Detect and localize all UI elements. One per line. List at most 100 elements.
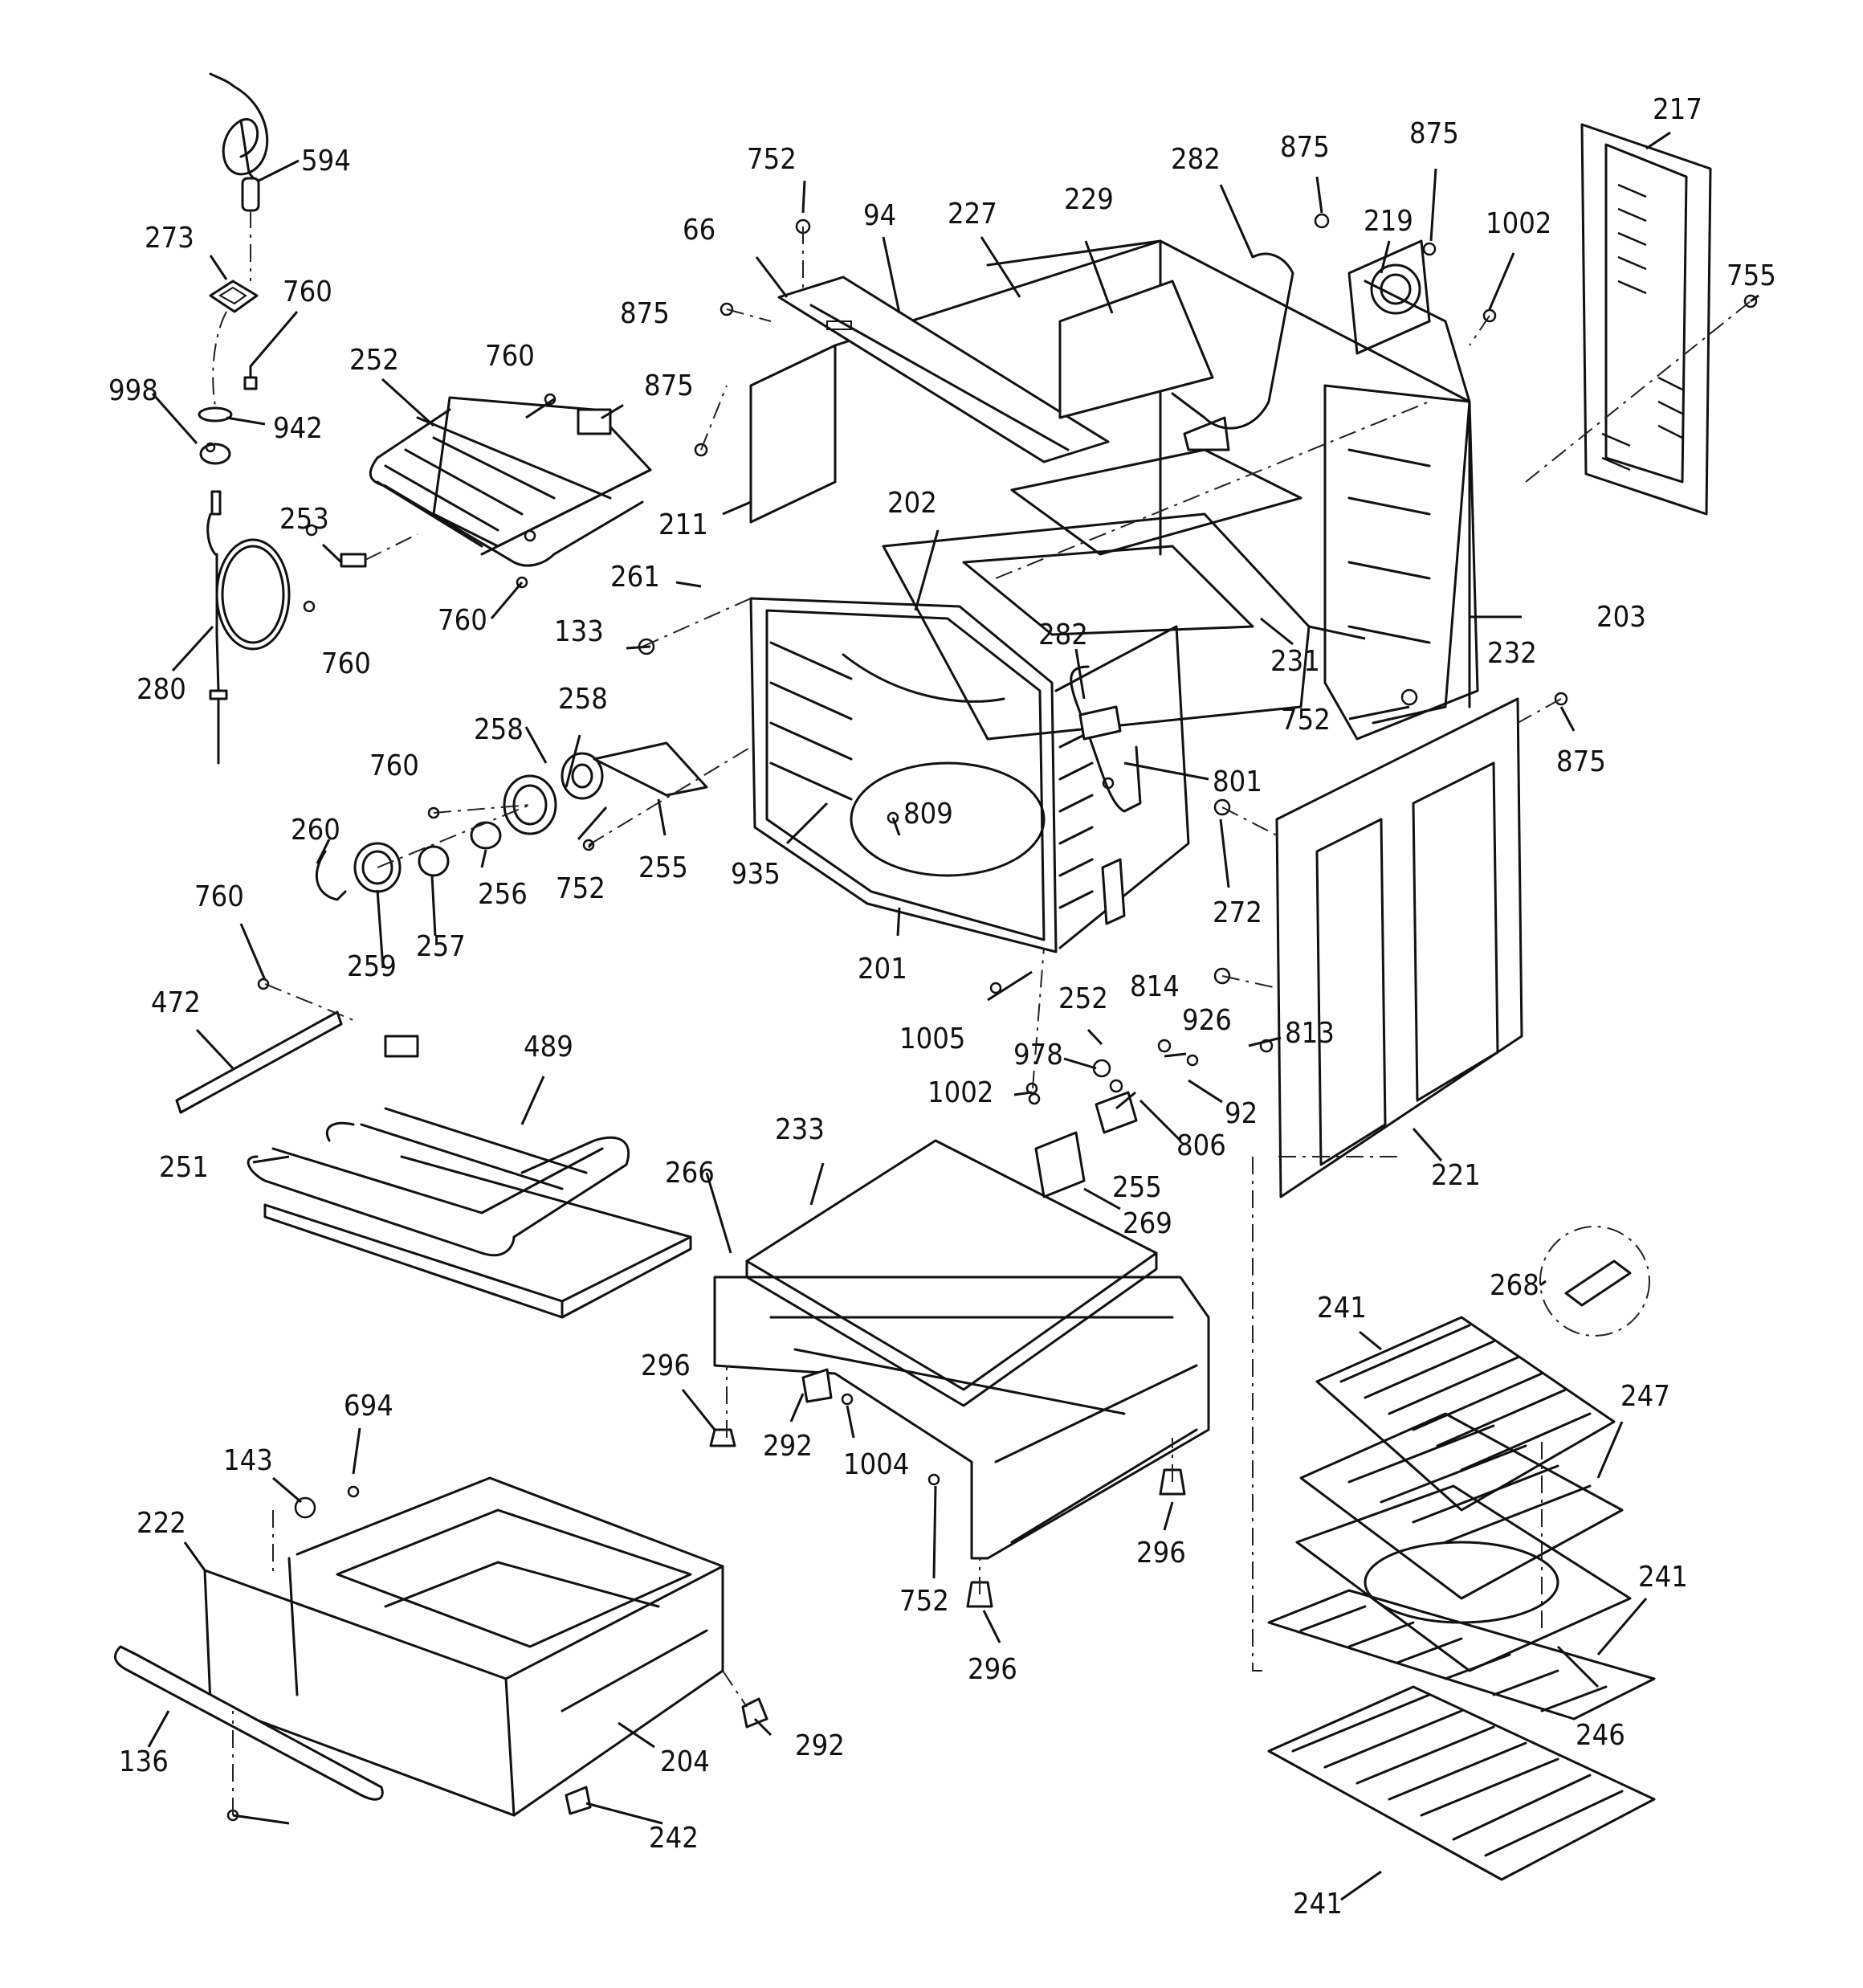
oven-rack-middle bbox=[1267, 1589, 1656, 1721]
callout-935: 935 bbox=[731, 858, 781, 891]
callout-760-e: 760 bbox=[369, 749, 419, 782]
callout-755: 755 bbox=[1726, 259, 1776, 292]
callout-978: 978 bbox=[1013, 1039, 1063, 1072]
callout-875-c: 875 bbox=[620, 297, 670, 330]
callout-296-c: 296 bbox=[968, 1653, 1017, 1686]
callout-219: 219 bbox=[1364, 205, 1413, 238]
louver-slots bbox=[1601, 183, 1683, 471]
top-rail bbox=[777, 276, 1110, 463]
callout-760-f: 760 bbox=[194, 880, 244, 913]
callout-273: 273 bbox=[145, 222, 194, 255]
callout-752-d: 752 bbox=[899, 1585, 949, 1618]
oven-cavity-liner bbox=[749, 597, 1190, 953]
callout-875-d: 875 bbox=[644, 369, 694, 402]
callout-282-b: 282 bbox=[1038, 618, 1088, 651]
callout-203: 203 bbox=[1596, 601, 1646, 634]
callout-760-b: 760 bbox=[485, 340, 535, 373]
oven-rack-top bbox=[1315, 1316, 1616, 1512]
callout-1002-b: 1002 bbox=[927, 1076, 993, 1109]
callout-296-b: 296 bbox=[1136, 1537, 1186, 1570]
callout-272: 272 bbox=[1213, 896, 1262, 929]
callout-814: 814 bbox=[1130, 970, 1180, 1003]
side-panel-203 bbox=[1323, 384, 1479, 741]
callout-998: 998 bbox=[108, 374, 158, 407]
callout-217: 217 bbox=[1653, 93, 1702, 126]
callout-261: 261 bbox=[610, 561, 660, 594]
callout-258-b: 258 bbox=[474, 713, 524, 746]
callout-489: 489 bbox=[524, 1031, 573, 1063]
callout-760-d: 760 bbox=[321, 647, 371, 680]
callout-201: 201 bbox=[858, 953, 907, 986]
callout-268: 268 bbox=[1490, 1269, 1539, 1302]
callout-241-c: 241 bbox=[1293, 1888, 1343, 1921]
side-panel-217 bbox=[1580, 123, 1712, 516]
callout-247: 247 bbox=[1620, 1380, 1670, 1413]
callout-258-a: 258 bbox=[558, 683, 608, 716]
callout-255-a: 255 bbox=[638, 851, 688, 884]
callout-926: 926 bbox=[1182, 1004, 1232, 1037]
callout-246: 246 bbox=[1576, 1719, 1625, 1752]
brackets-misc bbox=[565, 665, 1142, 1815]
broil-pan bbox=[1299, 1412, 1624, 1600]
callout-1002-a: 1002 bbox=[1486, 207, 1551, 240]
bake-element bbox=[247, 1035, 630, 1256]
callout-221: 221 bbox=[1431, 1159, 1481, 1192]
callout-labels: 594 273 760 998 942 280 752 66 94 227 22… bbox=[108, 93, 1776, 1921]
callout-752-b: 752 bbox=[1281, 704, 1331, 737]
callout-231: 231 bbox=[1270, 645, 1320, 678]
callout-282-a: 282 bbox=[1171, 143, 1221, 176]
callout-694: 694 bbox=[344, 1390, 393, 1423]
fasteners bbox=[205, 213, 1758, 1822]
callout-806: 806 bbox=[1176, 1129, 1226, 1162]
callout-232: 232 bbox=[1487, 637, 1537, 670]
callout-594: 594 bbox=[301, 145, 351, 178]
callout-229: 229 bbox=[1064, 183, 1114, 216]
callout-813: 813 bbox=[1285, 1017, 1335, 1050]
callout-875-b: 875 bbox=[1409, 117, 1459, 150]
element-bracket bbox=[340, 533, 418, 568]
callout-472: 472 bbox=[151, 986, 201, 1019]
callout-942: 942 bbox=[273, 412, 323, 445]
callout-292-b: 292 bbox=[795, 1729, 845, 1762]
callout-875-e: 875 bbox=[1556, 745, 1606, 778]
broil-element bbox=[369, 396, 652, 567]
callout-752-a: 752 bbox=[747, 143, 797, 176]
callout-760-a: 760 bbox=[283, 276, 332, 308]
callout-1005: 1005 bbox=[899, 1023, 965, 1055]
callout-875-a: 875 bbox=[1280, 131, 1330, 164]
callout-292-a: 292 bbox=[763, 1430, 813, 1463]
vent-duct bbox=[1171, 252, 1294, 451]
callout-136: 136 bbox=[119, 1745, 169, 1778]
callout-222: 222 bbox=[137, 1507, 186, 1540]
callout-252-b: 252 bbox=[1058, 982, 1108, 1015]
rear-panel-219 bbox=[1347, 239, 1431, 355]
callout-241-a: 241 bbox=[1317, 1292, 1367, 1325]
storage-drawer bbox=[203, 1476, 724, 1817]
sensor-cord-assembly bbox=[198, 72, 291, 765]
callout-204: 204 bbox=[660, 1745, 710, 1778]
callout-1004: 1004 bbox=[843, 1448, 909, 1481]
drawer-handle bbox=[113, 1645, 384, 1801]
callout-809: 809 bbox=[903, 798, 953, 831]
callout-242: 242 bbox=[649, 1822, 699, 1855]
rack-supports-right bbox=[1058, 729, 1094, 909]
callout-252-a: 252 bbox=[349, 344, 399, 377]
callout-269: 269 bbox=[1123, 1207, 1172, 1240]
oven-door bbox=[1275, 697, 1523, 1198]
callout-92: 92 bbox=[1225, 1097, 1258, 1130]
callout-296-a: 296 bbox=[641, 1349, 691, 1382]
callout-260: 260 bbox=[291, 814, 340, 847]
callout-266: 266 bbox=[665, 1157, 715, 1190]
insulation-blanket bbox=[1058, 280, 1214, 419]
assembly-lines bbox=[232, 227, 1751, 1815]
callout-227: 227 bbox=[948, 198, 997, 231]
callout-280: 280 bbox=[137, 673, 186, 706]
callout-253: 253 bbox=[279, 503, 329, 536]
callout-211: 211 bbox=[658, 508, 708, 541]
callout-760-c: 760 bbox=[438, 604, 487, 637]
callout-251: 251 bbox=[159, 1151, 209, 1184]
detail-circle bbox=[1539, 1226, 1650, 1337]
callout-259: 259 bbox=[347, 950, 397, 983]
